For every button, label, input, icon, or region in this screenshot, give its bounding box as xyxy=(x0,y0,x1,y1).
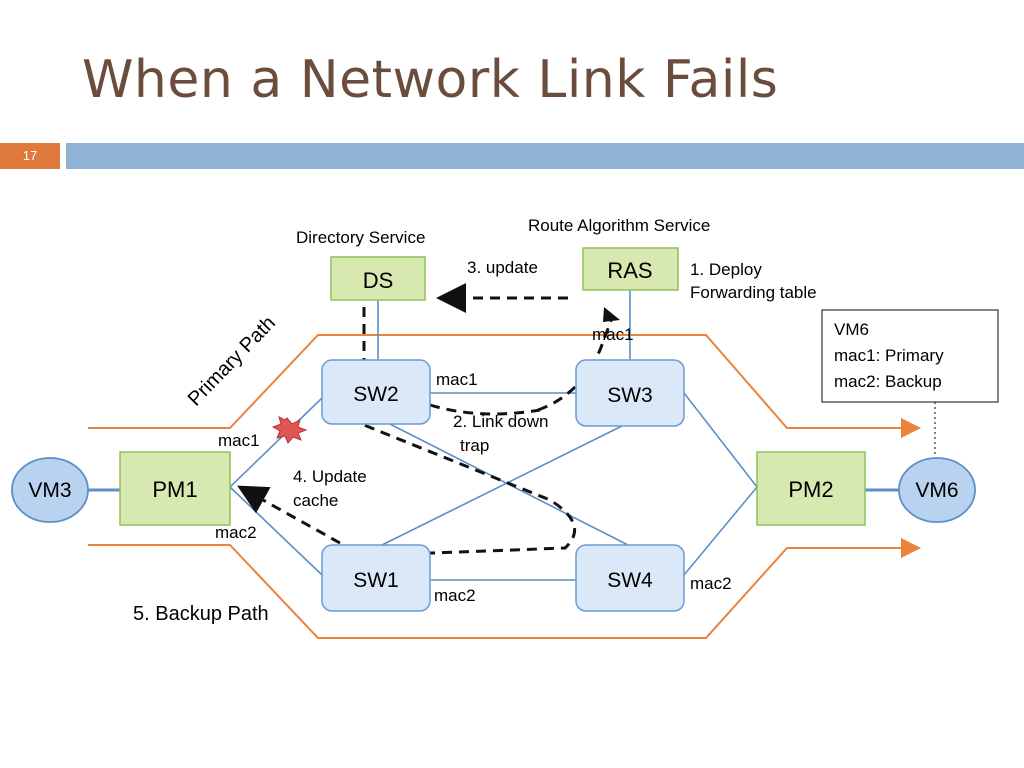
primary-path-label: Primary Path xyxy=(184,312,280,410)
slide-number: 17 xyxy=(0,143,60,169)
pm2-box xyxy=(756,451,866,526)
ras-label: RAS xyxy=(607,258,652,283)
step1-label-line2: Forwarding table xyxy=(690,283,817,302)
vm6-info-line3: mac2: Backup xyxy=(834,372,942,391)
vm6-info-line1: VM6 xyxy=(834,320,869,339)
ras-box xyxy=(582,247,679,291)
step4-label-line2: cache xyxy=(293,491,338,510)
primary-path-line xyxy=(88,334,921,438)
deploy-arrow-head xyxy=(603,307,620,322)
sw3-label: SW3 xyxy=(607,384,653,407)
step2-label-line2: trap xyxy=(460,436,489,455)
link-failure-burst-icon xyxy=(271,416,308,444)
backup-path-line xyxy=(88,538,921,639)
route-algorithm-service-label: Route Algorithm Service xyxy=(528,216,710,235)
sw1-box xyxy=(321,544,431,612)
mac1-pm1-label: mac1 xyxy=(218,431,260,450)
mac2-sw4-label: mac2 xyxy=(690,574,732,593)
deploy-arrow xyxy=(537,317,614,412)
step2-label-line1: 2. Link down xyxy=(453,412,548,431)
vm6-label: VM6 xyxy=(915,479,958,502)
update-cache-arrow xyxy=(237,485,341,545)
step4-label-line1: 4. Update xyxy=(293,467,367,486)
vm3-node xyxy=(11,457,89,523)
slide-title: When a Network Link Fails xyxy=(82,50,779,110)
mac2-sw1-label: mac2 xyxy=(434,586,476,605)
title-accent-bar xyxy=(66,143,1024,169)
ds-label: DS xyxy=(363,268,394,293)
link-down-arrow xyxy=(429,403,541,416)
vm3-label: VM3 xyxy=(28,479,71,502)
sw2-box xyxy=(321,359,431,425)
sw4-box xyxy=(575,544,685,612)
step1-label-line1: 1. Deploy xyxy=(690,260,762,279)
step5-label: 5. Backup Path xyxy=(133,603,269,625)
pm2-label: PM2 xyxy=(788,477,833,502)
mac1-sw2-label: mac1 xyxy=(436,370,478,389)
vm6-info-box xyxy=(821,309,999,403)
sw2-label: SW2 xyxy=(353,383,399,406)
ds-to-cache-path xyxy=(338,307,576,557)
step3-label: 3. update xyxy=(467,258,538,277)
sw3-box xyxy=(575,359,685,427)
vm6-node xyxy=(898,457,976,523)
vm6-info-line2: mac1: Primary xyxy=(834,346,944,365)
mac2-pm1-label: mac2 xyxy=(215,523,257,542)
mac1-ras-label: mac1 xyxy=(592,325,634,344)
sw4-label: SW4 xyxy=(607,569,653,592)
sw1-label: SW1 xyxy=(353,569,399,592)
network-links xyxy=(88,290,900,581)
pm1-box xyxy=(119,451,231,526)
directory-service-label: Directory Service xyxy=(296,228,425,247)
pm1-label: PM1 xyxy=(152,477,197,502)
ds-box xyxy=(330,256,426,301)
